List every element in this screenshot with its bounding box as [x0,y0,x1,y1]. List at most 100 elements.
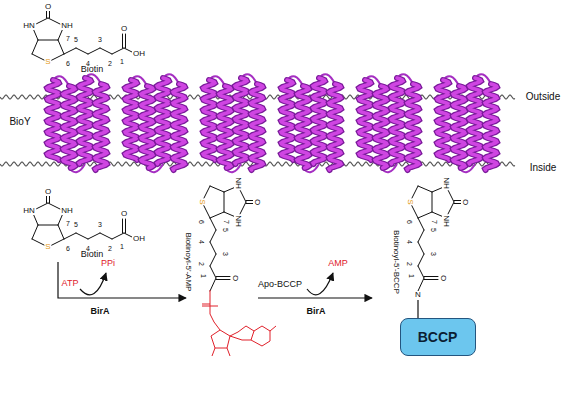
atom-label: O [44,188,52,196]
ribose-oh [212,348,230,356]
locant-number: 1 [200,274,207,278]
alpha-helix [219,86,231,168]
bond [46,196,47,203]
bioy-protein [281,74,341,172]
locant-number: 2 [108,60,112,67]
bond [125,219,126,233]
alpha-helix [173,84,185,170]
bond [100,233,112,239]
alpha-helix [485,84,497,170]
alpha-helix [95,84,107,170]
compound-name: Biotin [81,250,104,259]
alpha-helix [375,86,387,168]
bond [76,48,88,54]
reaction-arrow [58,262,186,298]
cofactor-label: AMP [327,259,349,268]
atom-label: OH [132,50,146,58]
bond [424,279,438,280]
locant-number: 1 [120,58,124,65]
helix-shadow [125,80,137,160]
bond [125,34,126,48]
locant-number: 7 [66,220,70,227]
bond [246,200,253,201]
atom-label: OH [132,235,146,243]
alpha-helix [157,78,169,164]
helix-shadow [391,78,403,164]
bond [216,276,230,277]
bond [58,40,64,54]
ribose-ring [211,330,230,348]
helix-shadow [453,86,465,168]
enzyme-label: BirA [306,307,325,316]
helix-shadow [219,86,231,168]
bioy-protein [203,74,263,172]
sulfur-atom-label: S [44,243,51,251]
bond [122,219,123,233]
helix-shadow [173,84,185,170]
adenine-ring [230,326,276,346]
compound-name: Biotin [81,65,104,74]
helix-shadow [407,84,419,170]
bond [210,186,224,192]
bond [64,233,76,239]
locant-number: 7 [66,35,70,42]
bond [418,266,424,278]
alpha-helix [359,80,371,160]
reaction-arrow [258,297,372,298]
alpha-helix [281,80,293,160]
atom-label: NH [442,214,450,228]
locant-number: 2 [108,245,112,252]
alpha-helix [453,86,465,168]
membrane [0,74,515,172]
locant-number: 7 [223,220,230,224]
protein-box: BCCP [400,318,476,356]
locant-number: 5 [74,36,78,43]
locant-number: 5 [430,228,437,232]
bond [210,230,216,242]
bond [32,225,38,239]
helix-shadow [469,78,481,164]
phosphate-bond [202,290,220,330]
atom-label: O [231,274,239,282]
cofactor-arrow [307,273,333,295]
atom-label: O [120,210,128,218]
helix-shadow [297,86,309,168]
bioy-protein [359,74,419,172]
locant-number: 3 [222,252,229,256]
locant-number: 2 [198,262,205,266]
atom-label: NH [442,176,450,190]
helix-shadow [281,80,293,160]
amp-moiety [202,290,276,356]
locant-number: 3 [430,252,437,256]
region-label: Inside [530,163,557,173]
atom-label: O [439,274,447,282]
locant-number: 2 [406,262,413,266]
helix-shadow [235,78,247,164]
helix-shadow [437,80,449,160]
atom-label: O [120,25,128,33]
bond [32,40,38,54]
bond [418,230,424,242]
helix-shadow [251,84,263,170]
locant-number: 6 [66,60,70,67]
locant-number: 5 [222,228,229,232]
atom-label: NH [60,207,74,215]
atom-label: NH [60,22,74,30]
bond [112,233,124,239]
sulfur-atom-label: S [198,198,206,205]
bioy-protein [125,74,185,172]
bond [418,212,432,218]
alpha-helix [141,86,153,168]
bond [454,200,461,201]
alpha-helix [469,78,481,164]
alpha-helix [79,78,91,164]
locant-number: 7 [431,220,438,224]
bond [210,212,224,218]
bond [122,34,123,48]
locant-number: 3 [98,36,102,43]
cofactor-arrow [80,273,106,295]
locant-number: 1 [120,243,124,250]
locant-number: 4 [198,240,205,244]
bond [46,11,47,18]
